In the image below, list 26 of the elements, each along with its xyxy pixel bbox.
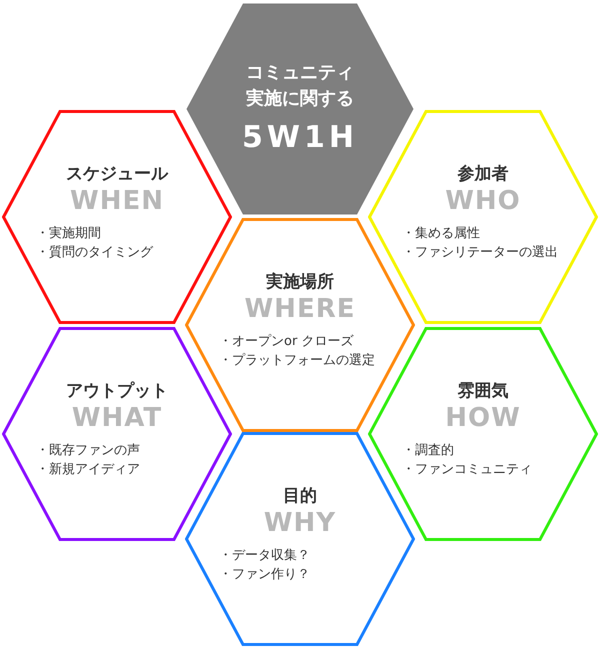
background-word: HOW xyxy=(444,403,522,433)
bullet-item: ・データ収集？ xyxy=(219,547,311,565)
bullet-item: ・新規アイディア xyxy=(36,461,141,479)
hexagon-subtitle: 5W1H xyxy=(241,120,359,155)
background-word: WHY xyxy=(262,508,338,538)
bullet-item: ・実施期間 xyxy=(36,225,102,243)
bullet-item: ・ファンコミュニティ xyxy=(402,461,533,479)
background-word: WHERE xyxy=(244,294,356,324)
bullet-item: ・既存ファンの声 xyxy=(36,442,141,460)
bullet-item: ・質問のタイミング xyxy=(36,244,154,262)
background-word: WHO xyxy=(444,186,522,216)
bullet-item: ・プラットフォームの選定 xyxy=(219,352,376,370)
bullet-item: ・集める属性 xyxy=(402,225,481,243)
hexagon-heading: 雰囲気 xyxy=(456,380,510,402)
hexagon-heading: 参加者 xyxy=(456,163,510,185)
hexagon-heading: 目的 xyxy=(282,485,318,507)
hexagon-heading: スケジュール xyxy=(65,163,170,185)
background-word: WHEN xyxy=(69,186,165,216)
bullet-item: ・ファシリテーターの選出 xyxy=(402,244,559,262)
background-word: WHAT xyxy=(70,403,164,433)
hexagon-heading: アウトプット xyxy=(65,380,169,402)
bullet-item: ・ファン作り？ xyxy=(219,566,311,584)
bullet-item: ・オープンor クローズ xyxy=(219,333,354,351)
hexagon-title: コミュニティ実施に関する xyxy=(245,61,355,111)
hexagon-heading: 実施場所 xyxy=(265,271,335,293)
bullet-item: ・調査的 xyxy=(402,442,455,460)
